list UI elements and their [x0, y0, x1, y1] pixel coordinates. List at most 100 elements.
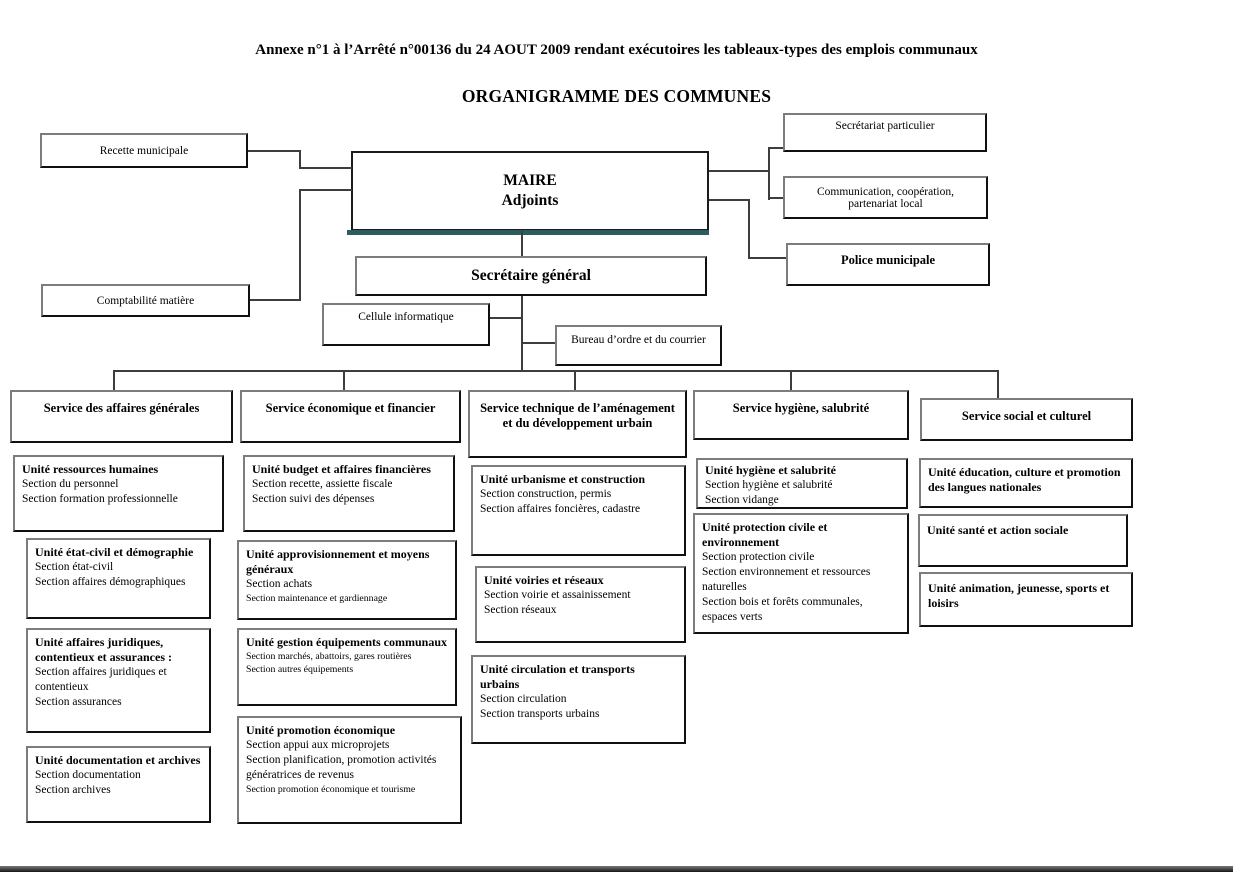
box-bureau-ordre-courrier: Bureau d’ordre et du courrier	[555, 325, 722, 366]
section-label: Section transports urbains	[480, 708, 600, 720]
connector-line	[299, 189, 301, 301]
service-title: Service économique et financier	[265, 401, 436, 415]
section-label: Section suivi des dépenses	[252, 493, 375, 505]
connector-line	[113, 370, 999, 372]
connector-line	[997, 370, 999, 398]
unit-title: Unité gestion équipements communaux	[246, 635, 448, 649]
connector-line	[490, 317, 521, 319]
unit-title: Unité urbanisme et construction	[480, 472, 645, 486]
box-label: Comptabilité matière	[96, 294, 195, 307]
connector-line	[521, 231, 523, 256]
section-label: Section documentation	[35, 769, 141, 781]
box-comptabilite-matiere: Comptabilité matière	[41, 284, 250, 317]
unit-ressources-humaines: Unité ressources humaines Section du per…	[13, 455, 224, 532]
connector-line	[768, 147, 770, 200]
unit-title: Unité circulation et transports urbains	[480, 662, 635, 691]
box-label: Police municipale	[840, 253, 936, 267]
unit-voiries-reseaux: Unité voiries et réseaux Section voirie …	[475, 566, 686, 643]
box-communication-cooperation: Communication, coopération, partenariat …	[783, 176, 988, 219]
connector-line	[768, 197, 783, 199]
adjoints-label: Adjoints	[501, 192, 559, 209]
connector-line	[113, 370, 115, 390]
unit-title: Unité protection civile et environnement	[702, 520, 828, 549]
connector-line	[248, 150, 301, 152]
unit-circulation-transports: Unité circulation et transports urbains …	[471, 655, 686, 744]
page-bottom-edge	[0, 866, 1233, 872]
section-label: Section formation professionnelle	[22, 493, 178, 505]
unit-affaires-juridiques: Unité affaires juridiques, contentieux e…	[26, 628, 211, 733]
connector-line	[299, 189, 352, 191]
section-label: Section hygiène et salubrité	[705, 479, 833, 491]
box-label: Cellule informatique	[358, 311, 454, 323]
connector-line	[790, 370, 792, 390]
unit-sante-action-sociale: Unité santé et action sociale	[918, 514, 1128, 567]
box-secretaire-general: Secrétaire général	[355, 256, 707, 296]
connector-line	[521, 296, 523, 372]
annex-title: Annexe n°1 à l’Arrêté n°00136 du 24 AOUT…	[255, 42, 978, 58]
section-label: Section environnement et ressources natu…	[702, 566, 871, 593]
section-label: Section assurances	[35, 696, 122, 708]
box-label: Bureau d’ordre et du courrier	[571, 334, 706, 346]
service-title: Service technique de l’aménagement et du…	[480, 401, 675, 430]
unit-etat-civil-demographie: Unité état-civil et démographie Section …	[26, 538, 211, 619]
section-label: Section autres équipements	[246, 664, 354, 675]
section-label: Section affaires démographiques	[35, 576, 186, 588]
connector-line	[768, 147, 783, 149]
section-label: Section appui aux microprojets	[246, 739, 390, 751]
unit-title: Unité voiries et réseaux	[484, 573, 604, 587]
service-title: Service des affaires générales	[43, 401, 200, 415]
unit-budget-affaires-financieres: Unité budget et affaires financières Sec…	[243, 455, 455, 532]
section-label: Section du personnel	[22, 478, 119, 490]
connector-line	[748, 257, 786, 259]
connector-line	[574, 370, 576, 390]
unit-promotion-economique: Unité promotion économique Section appui…	[237, 716, 462, 824]
unit-education-culture-langues: Unité éducation, culture et promotion de…	[919, 458, 1133, 508]
section-label: Section construction, permis	[480, 488, 612, 500]
service-header-social-culturel: Service social et culturel	[920, 398, 1133, 441]
unit-hygiene-salubrite: Unité hygiène et salubrité Section hygiè…	[696, 458, 908, 509]
service-header-technique-urbain: Service technique de l’aménagement et du…	[468, 390, 687, 458]
connector-line	[299, 150, 301, 169]
unit-approvisionnement-moyens-generaux: Unité approvisionnement et moyens généra…	[237, 540, 457, 620]
section-label: Section voirie et assainissement	[484, 589, 631, 601]
section-label: Section promotion économique et tourisme	[246, 784, 416, 795]
section-label: Section réseaux	[484, 604, 557, 616]
section-label: Section affaires juridiques et contentie…	[35, 666, 167, 693]
section-label: Section maintenance et gardiennage	[246, 593, 388, 604]
service-header-affaires-generales: Service des affaires générales	[10, 390, 233, 443]
connector-line	[250, 299, 301, 301]
unit-title: Unité état-civil et démographie	[35, 545, 194, 559]
connector-line	[748, 199, 750, 259]
unit-title: Unité ressources humaines	[22, 462, 159, 476]
unit-title: Unité documentation et archives	[35, 753, 201, 767]
box-cellule-informatique: Cellule informatique	[322, 303, 490, 346]
box-secretariat-particulier: Secrétariat particulier	[783, 113, 987, 152]
box-maire-adjoints: MAIRE Adjoints	[347, 151, 709, 235]
box-label: Communication, coopération, partenariat …	[816, 185, 954, 210]
unit-title: Unité hygiène et salubrité	[705, 463, 836, 477]
connector-line	[709, 199, 750, 201]
section-label: Section affaires foncières, cadastre	[480, 503, 641, 515]
section-label: Section état-civil	[35, 561, 114, 573]
box-police-municipale: Police municipale	[786, 243, 990, 286]
section-label: Section circulation	[480, 693, 567, 705]
unit-title: Unité affaires juridiques, contentieux e…	[35, 635, 172, 664]
section-label: Section bois et forêts communales, espac…	[702, 596, 863, 623]
unit-title: Unité éducation, culture et promotion de…	[928, 465, 1121, 494]
unit-animation-jeunesse-sports: Unité animation, jeunesse, sports et loi…	[919, 572, 1133, 627]
section-label: Section recette, assiette fiscale	[252, 478, 393, 490]
section-label: Section planification, promotion activit…	[246, 754, 437, 781]
unit-title: Unité budget et affaires financières	[252, 462, 431, 476]
section-label: Section protection civile	[702, 551, 815, 563]
section-label: Section archives	[35, 784, 111, 796]
main-title: ORGANIGRAMME DES COMMUNES	[461, 86, 772, 106]
unit-protection-civile-environnement: Unité protection civile et environnement…	[693, 513, 909, 634]
box-label: Secrétariat particulier	[835, 120, 935, 132]
service-title: Service hygiène, salubrité	[732, 401, 870, 415]
unit-title: Unité animation, jeunesse, sports et loi…	[928, 581, 1110, 610]
section-label: Section marchés, abattoirs, gares routiè…	[246, 651, 412, 662]
unit-documentation-archives: Unité documentation et archives Section …	[26, 746, 211, 823]
box-label: Secrétaire général	[471, 267, 591, 284]
unit-title: Unité santé et action sociale	[927, 523, 1069, 537]
